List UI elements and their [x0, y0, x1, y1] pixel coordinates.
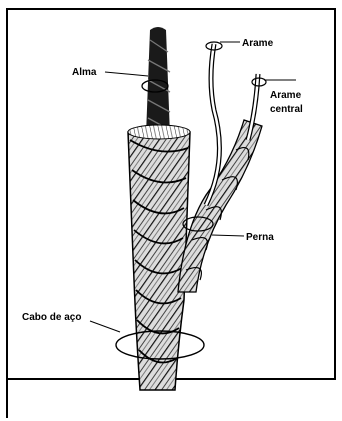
rope-body [128, 125, 190, 390]
label-cabo-de-aco: Cabo de aço [22, 312, 81, 323]
label-arame-central-line1: Arame [270, 90, 302, 101]
leader-alma [105, 72, 148, 76]
label-arame: Arame [242, 38, 274, 49]
leader-cabo [90, 321, 120, 332]
core-strand [144, 27, 172, 137]
wire-single [206, 44, 219, 205]
label-alma: Alma [72, 67, 97, 78]
leader-perna [212, 235, 244, 236]
label-perna: Perna [246, 232, 274, 243]
label-arame-central-line2: central [270, 104, 303, 115]
